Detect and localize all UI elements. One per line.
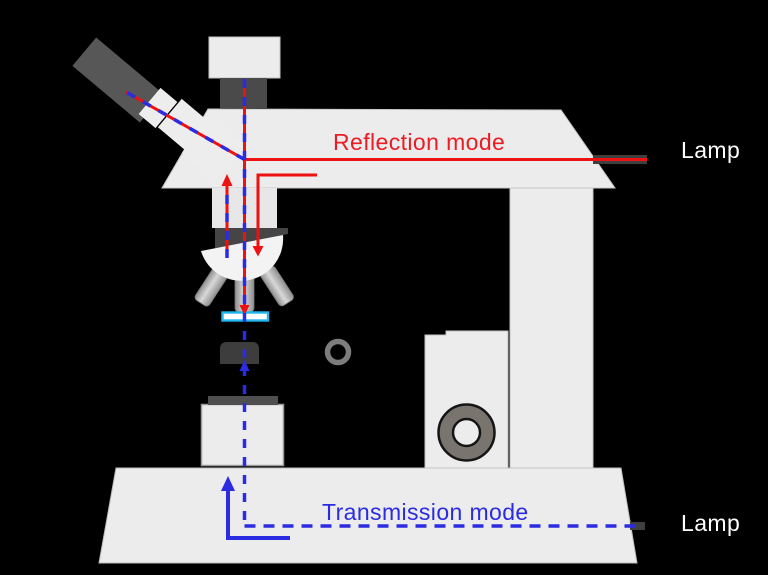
lamp-port-bottom [630,522,645,530]
reflection-beam-return [256,173,317,248]
arrowhead-down-to-sample [239,305,250,316]
arrowhead-up-base [221,476,235,491]
arrowhead-down-return [252,246,264,257]
transmission-beam-base [226,490,290,540]
head-beam-splitter [161,108,616,189]
support-column [509,187,594,469]
rear-knob [324,338,352,366]
illuminator-housing [200,403,285,467]
stage [208,396,278,405]
arrowhead-up-reflected [221,174,233,186]
prism-housing-lower [182,119,244,181]
reflection-mode-label: Reflection mode [333,129,506,155]
transmission-beam [125,79,644,540]
lamp-label-transmission: Lamp [681,510,741,536]
focus-knob-center [451,417,482,448]
camera [208,36,281,79]
turret-plate [215,228,288,249]
arrowhead-up-condenser [239,360,250,371]
reflection-arrowheads [221,174,264,316]
condenser [220,342,259,364]
lamp-label-reflection: Lamp [681,137,741,163]
transmission-beam-eyepiece [125,90,246,162]
transmission-mode-label: Transmission mode [322,499,529,525]
transmission-arrowheads [221,360,250,491]
eyepiece-collar [138,87,178,129]
